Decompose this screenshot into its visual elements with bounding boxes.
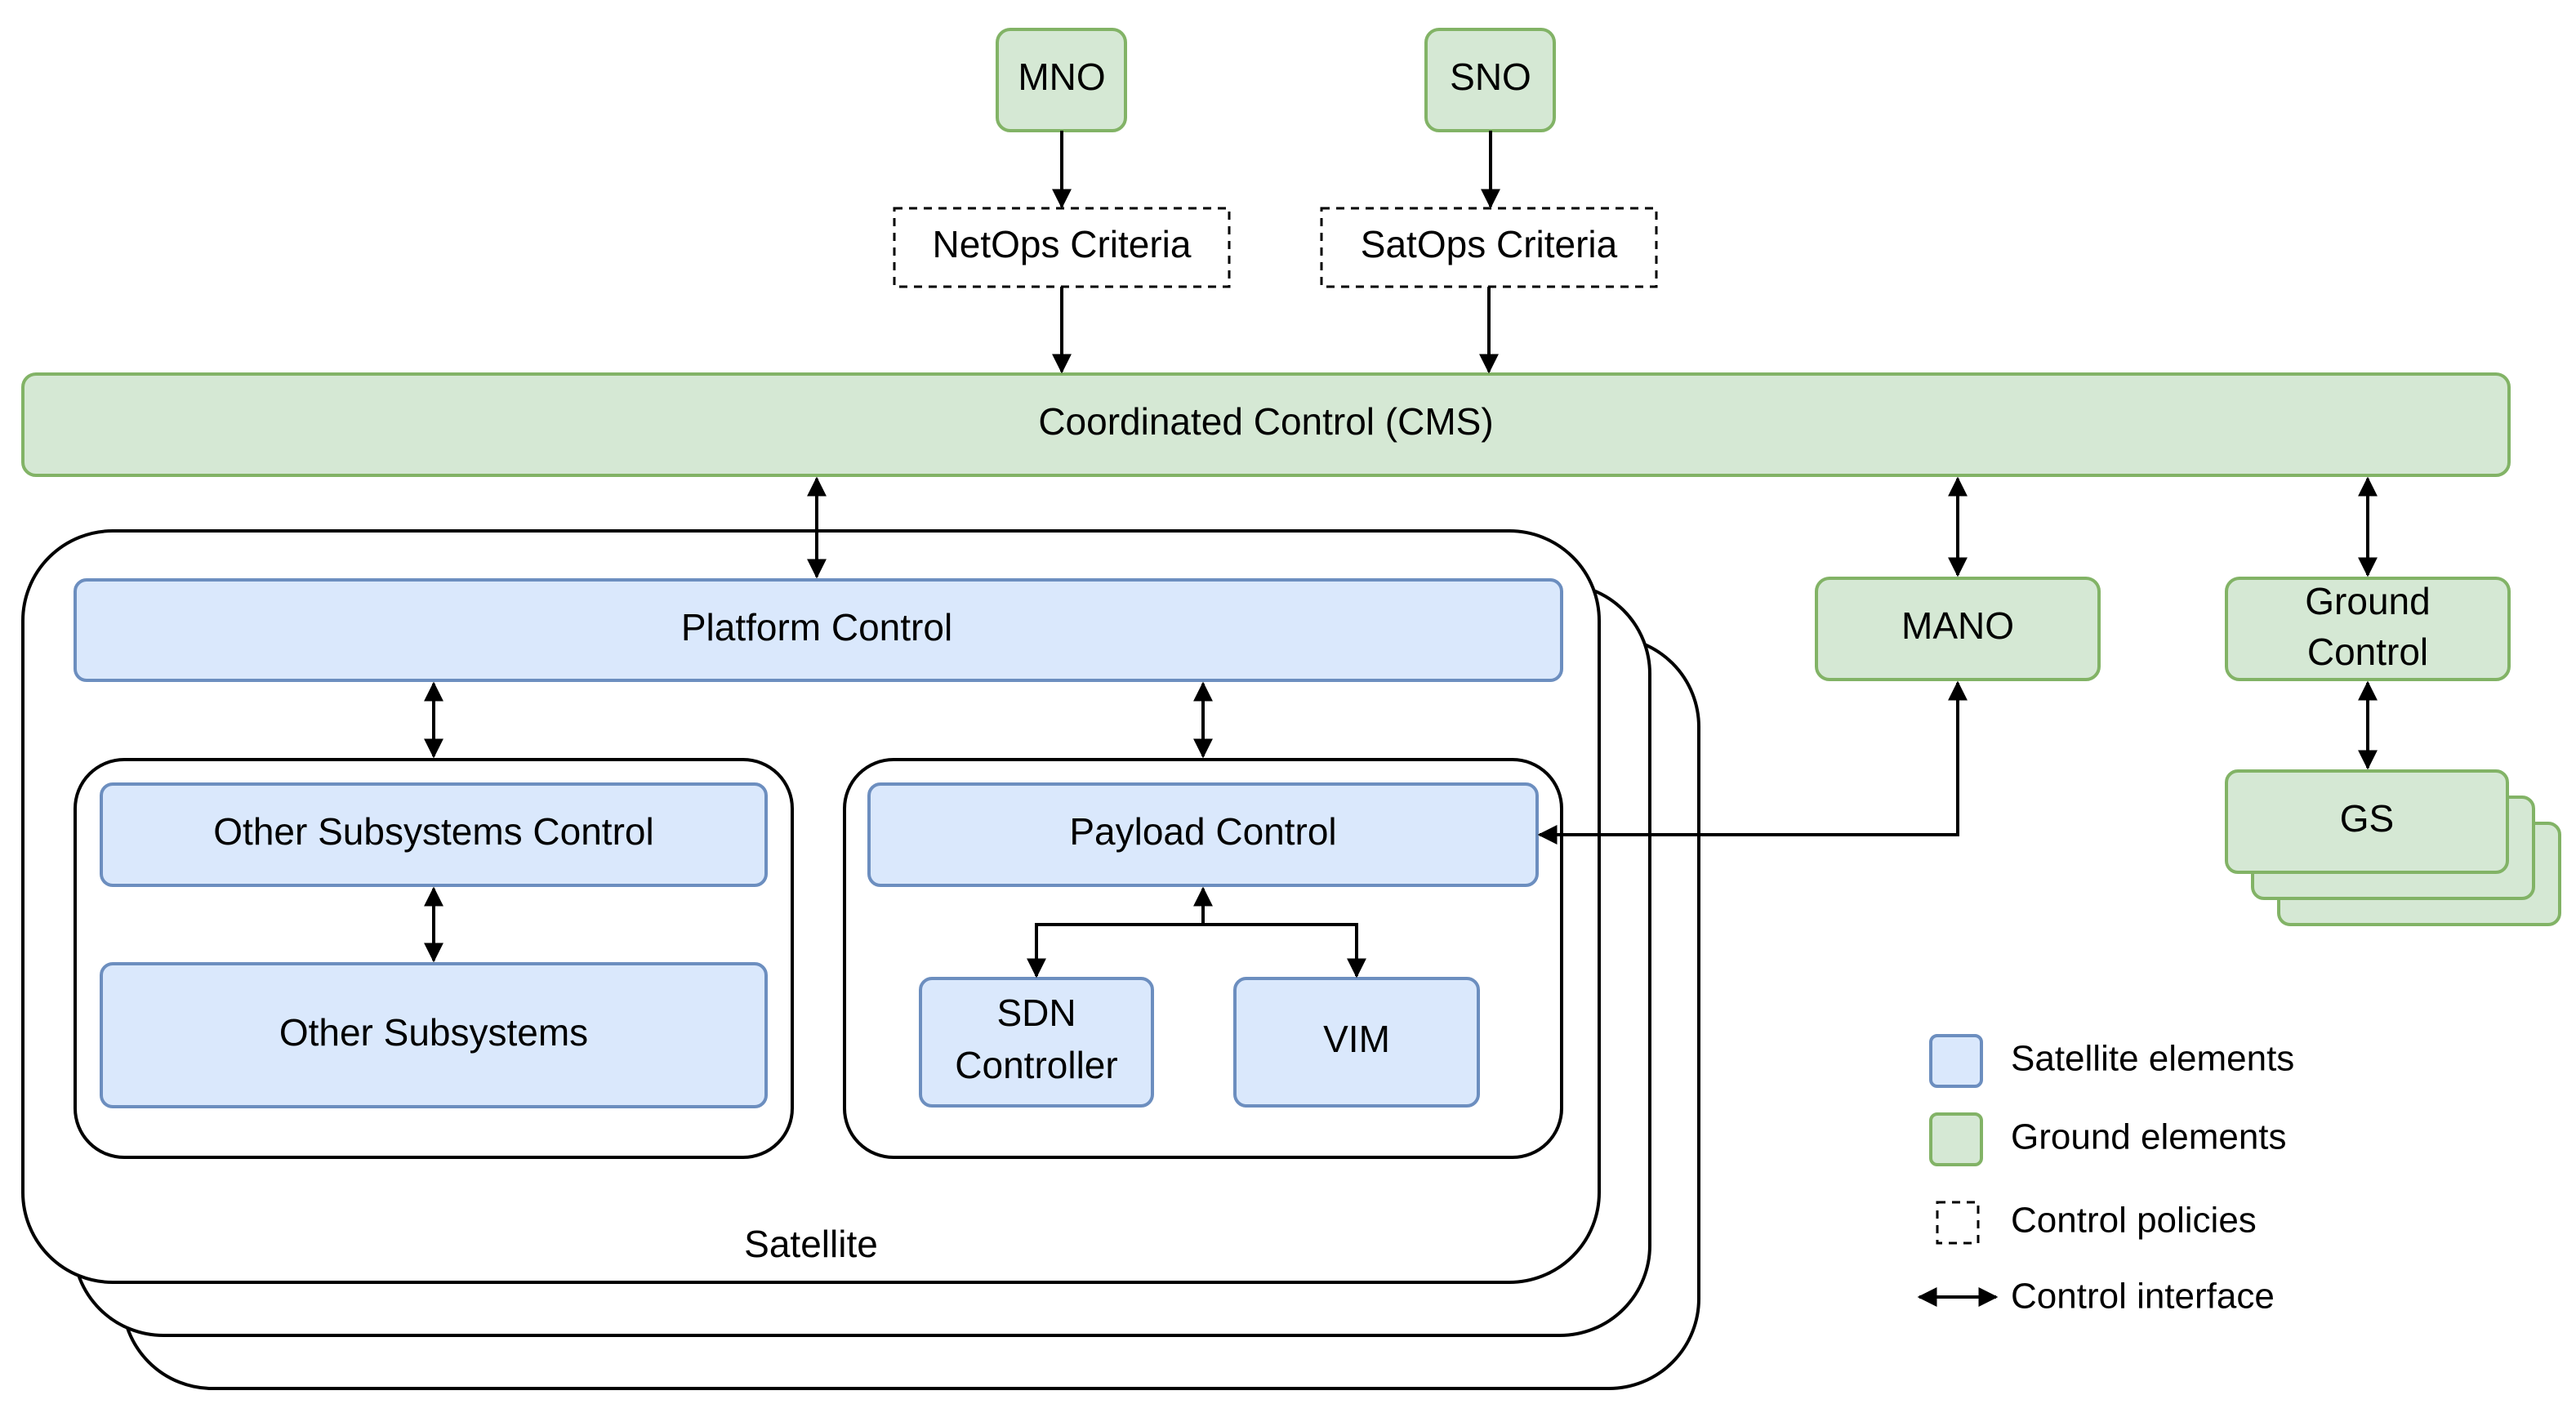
mano-payload-line	[1544, 688, 1959, 836]
mno-label: MNO	[1018, 56, 1105, 98]
sno-label: SNO	[1450, 56, 1531, 98]
legend-swatch-policies	[1936, 1201, 1980, 1245]
vim-label: VIM	[1323, 1018, 1390, 1060]
ground-control-label-line2: Control	[2307, 631, 2428, 673]
legend-ground-elements: Ground elements	[2011, 1117, 2287, 1157]
netops-criteria-label: NetOps Criteria	[933, 223, 1192, 265]
other-subsystems-control-box	[100, 782, 768, 887]
sdn-controller-box	[919, 977, 1154, 1108]
payload-control-label: Payload Control	[1069, 810, 1336, 853]
vim-box	[1233, 977, 1480, 1108]
gs-box	[2225, 769, 2509, 874]
platform-control-box	[74, 578, 1563, 682]
ground-control-label-line1: Ground	[2305, 580, 2430, 622]
sdn-controller-label-line1: SDN	[996, 992, 1076, 1034]
cms-label: Coordinated Control (CMS)	[1038, 400, 1493, 443]
satops-criteria-label: SatOps Criteria	[1361, 223, 1618, 265]
payload-branch-line	[1035, 923, 1358, 975]
legend-control-interface: Control interface	[2011, 1277, 2275, 1317]
payload-control-box	[867, 782, 1539, 887]
satellite-label: Satellite	[744, 1223, 878, 1265]
gs-label: GS	[2340, 797, 2394, 840]
legend-swatch-ground	[1929, 1112, 1983, 1166]
other-subsystems-label: Other Subsystems	[279, 1011, 588, 1054]
mano-box	[1815, 577, 2101, 681]
other-subsystems-box	[100, 962, 768, 1108]
ground-control-box	[2225, 577, 2511, 681]
legend: Satellite elements Ground elements Contr…	[1917, 1034, 2294, 1317]
legend-satellite-elements: Satellite elements	[2011, 1039, 2294, 1079]
legend-control-policies: Control policies	[2011, 1201, 2257, 1241]
cms-box	[21, 372, 2511, 477]
connectors	[424, 131, 2378, 978]
legend-swatch-satellite	[1929, 1034, 1983, 1088]
sdn-controller-label-line2: Controller	[955, 1044, 1117, 1086]
mano-label: MANO	[1901, 604, 2014, 647]
platform-control-label: Platform Control	[681, 606, 952, 649]
other-subsystems-control-label: Other Subsystems Control	[213, 810, 653, 853]
gs-stack: GS	[2225, 769, 2561, 926]
